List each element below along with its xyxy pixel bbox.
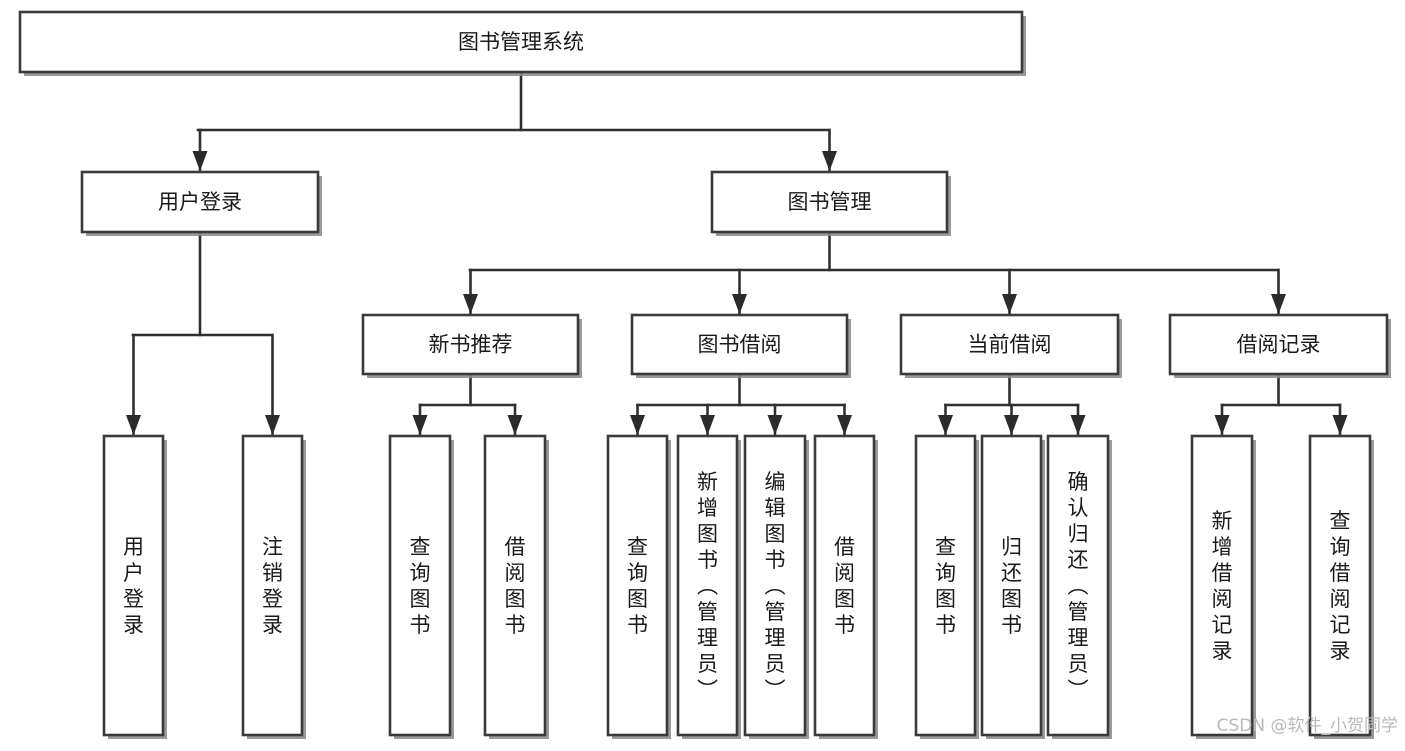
node-leaf-user-login[interactable]: 用户登录 [102, 434, 167, 739]
node-leaf-borrow-book-1[interactable]: 借阅图书 [483, 434, 549, 739]
node-label: 确认归还︵管理员︶ [1068, 470, 1089, 702]
node-label: 用户登录 [123, 535, 144, 637]
arrow-head-icon [507, 415, 523, 435]
arrow-head-icon [192, 151, 208, 171]
edges-layer [126, 70, 1348, 437]
node-label: 用户登录 [158, 190, 242, 214]
node-leaf-add-book[interactable]: 新增图书︵管理员︶ [676, 434, 741, 739]
node-box[interactable] [1190, 434, 1254, 737]
node-label: 当前借阅 [968, 333, 1052, 357]
node-box[interactable] [80, 170, 320, 234]
node-box[interactable] [743, 434, 807, 737]
node-box[interactable] [241, 434, 304, 737]
node-label: 查询借阅记录 [1330, 509, 1351, 663]
node-box[interactable] [899, 313, 1120, 376]
arrow-head-icon [732, 294, 747, 314]
node-box[interactable] [1308, 434, 1372, 737]
node-label: 图书管理系统 [458, 30, 584, 54]
node-root[interactable]: 图书管理系统 [18, 10, 1026, 76]
arrow-head-icon [938, 415, 953, 435]
node-box[interactable] [388, 434, 452, 737]
arrow-head-icon [1002, 294, 1017, 314]
node-label: 图书借阅 [698, 333, 782, 357]
node-current-borrow[interactable]: 当前借阅 [899, 313, 1122, 378]
node-box[interactable] [606, 434, 669, 737]
node-box[interactable] [710, 170, 949, 234]
arrow-head-icon [412, 415, 428, 435]
arrow-head-icon [837, 415, 852, 435]
node-leaf-query-record[interactable]: 查询借阅记录 [1308, 434, 1374, 739]
arrow-head-icon [1271, 294, 1286, 314]
node-label: 新增图书︵管理员︶ [697, 470, 718, 702]
node-leaf-query-book-3[interactable]: 查询图书 [914, 434, 979, 739]
node-label: 查询图书 [935, 535, 956, 637]
arrow-head-icon [630, 415, 645, 435]
csdn-watermark: CSDN @软件_小贺同学 [1217, 716, 1398, 736]
node-box[interactable] [18, 10, 1024, 74]
node-box[interactable] [102, 434, 165, 737]
node-box[interactable] [483, 434, 547, 737]
arrow-head-icon [822, 151, 837, 171]
node-leaf-borrow-book-2[interactable]: 借阅图书 [813, 434, 878, 739]
node-new-book-rec[interactable]: 新书推荐 [361, 313, 582, 378]
node-book-manage[interactable]: 图书管理 [710, 170, 951, 236]
arrow-head-icon [700, 415, 715, 435]
node-user-login[interactable]: 用户登录 [80, 170, 322, 236]
node-box[interactable] [1168, 313, 1389, 376]
arrow-head-icon [1332, 415, 1348, 435]
node-box[interactable] [676, 434, 739, 737]
arrow-head-icon [265, 415, 280, 435]
node-label: 借阅图书 [505, 535, 526, 637]
node-borrow-record[interactable]: 借阅记录 [1168, 313, 1391, 378]
arrow-head-icon [463, 294, 478, 314]
node-leaf-query-book-1[interactable]: 查询图书 [388, 434, 454, 739]
nodes-layer: 图书管理系统用户登录图书管理新书推荐图书借阅当前借阅借阅记录用户登录注销登录查询… [18, 10, 1391, 739]
node-label: 查询图书 [410, 535, 431, 637]
node-box[interactable] [813, 434, 876, 737]
node-label: 新增借阅记录 [1212, 509, 1233, 663]
node-box[interactable] [914, 434, 977, 737]
node-label: 查询图书 [627, 535, 648, 637]
node-label: 借阅图书 [834, 535, 855, 637]
node-label: 新书推荐 [429, 333, 513, 357]
node-leaf-confirm-return[interactable]: 确认归还︵管理员︶ [1046, 434, 1112, 739]
node-box[interactable] [1046, 434, 1110, 737]
node-label: 注销登录 [262, 535, 283, 637]
arrow-head-icon [767, 415, 783, 435]
arrow-head-icon [1214, 415, 1230, 435]
node-label: 借阅记录 [1237, 333, 1321, 357]
node-box[interactable] [980, 434, 1043, 737]
arrow-head-icon [1004, 415, 1019, 435]
node-leaf-return-book[interactable]: 归还图书 [980, 434, 1045, 739]
arrow-head-icon [126, 415, 141, 435]
node-leaf-logout[interactable]: 注销登录 [241, 434, 306, 739]
node-book-borrow[interactable]: 图书借阅 [630, 313, 851, 378]
node-leaf-edit-book[interactable]: 编辑图书︵管理员︶ [743, 434, 809, 739]
node-box[interactable] [361, 313, 580, 376]
node-label: 图书管理 [788, 190, 872, 214]
arrow-head-icon [1070, 415, 1086, 435]
node-label: 归还图书 [1001, 535, 1022, 637]
node-leaf-add-record[interactable]: 新增借阅记录 [1190, 434, 1256, 739]
node-label: 编辑图书︵管理员︶ [765, 470, 786, 702]
node-leaf-query-book-2[interactable]: 查询图书 [606, 434, 671, 739]
node-box[interactable] [630, 313, 849, 376]
